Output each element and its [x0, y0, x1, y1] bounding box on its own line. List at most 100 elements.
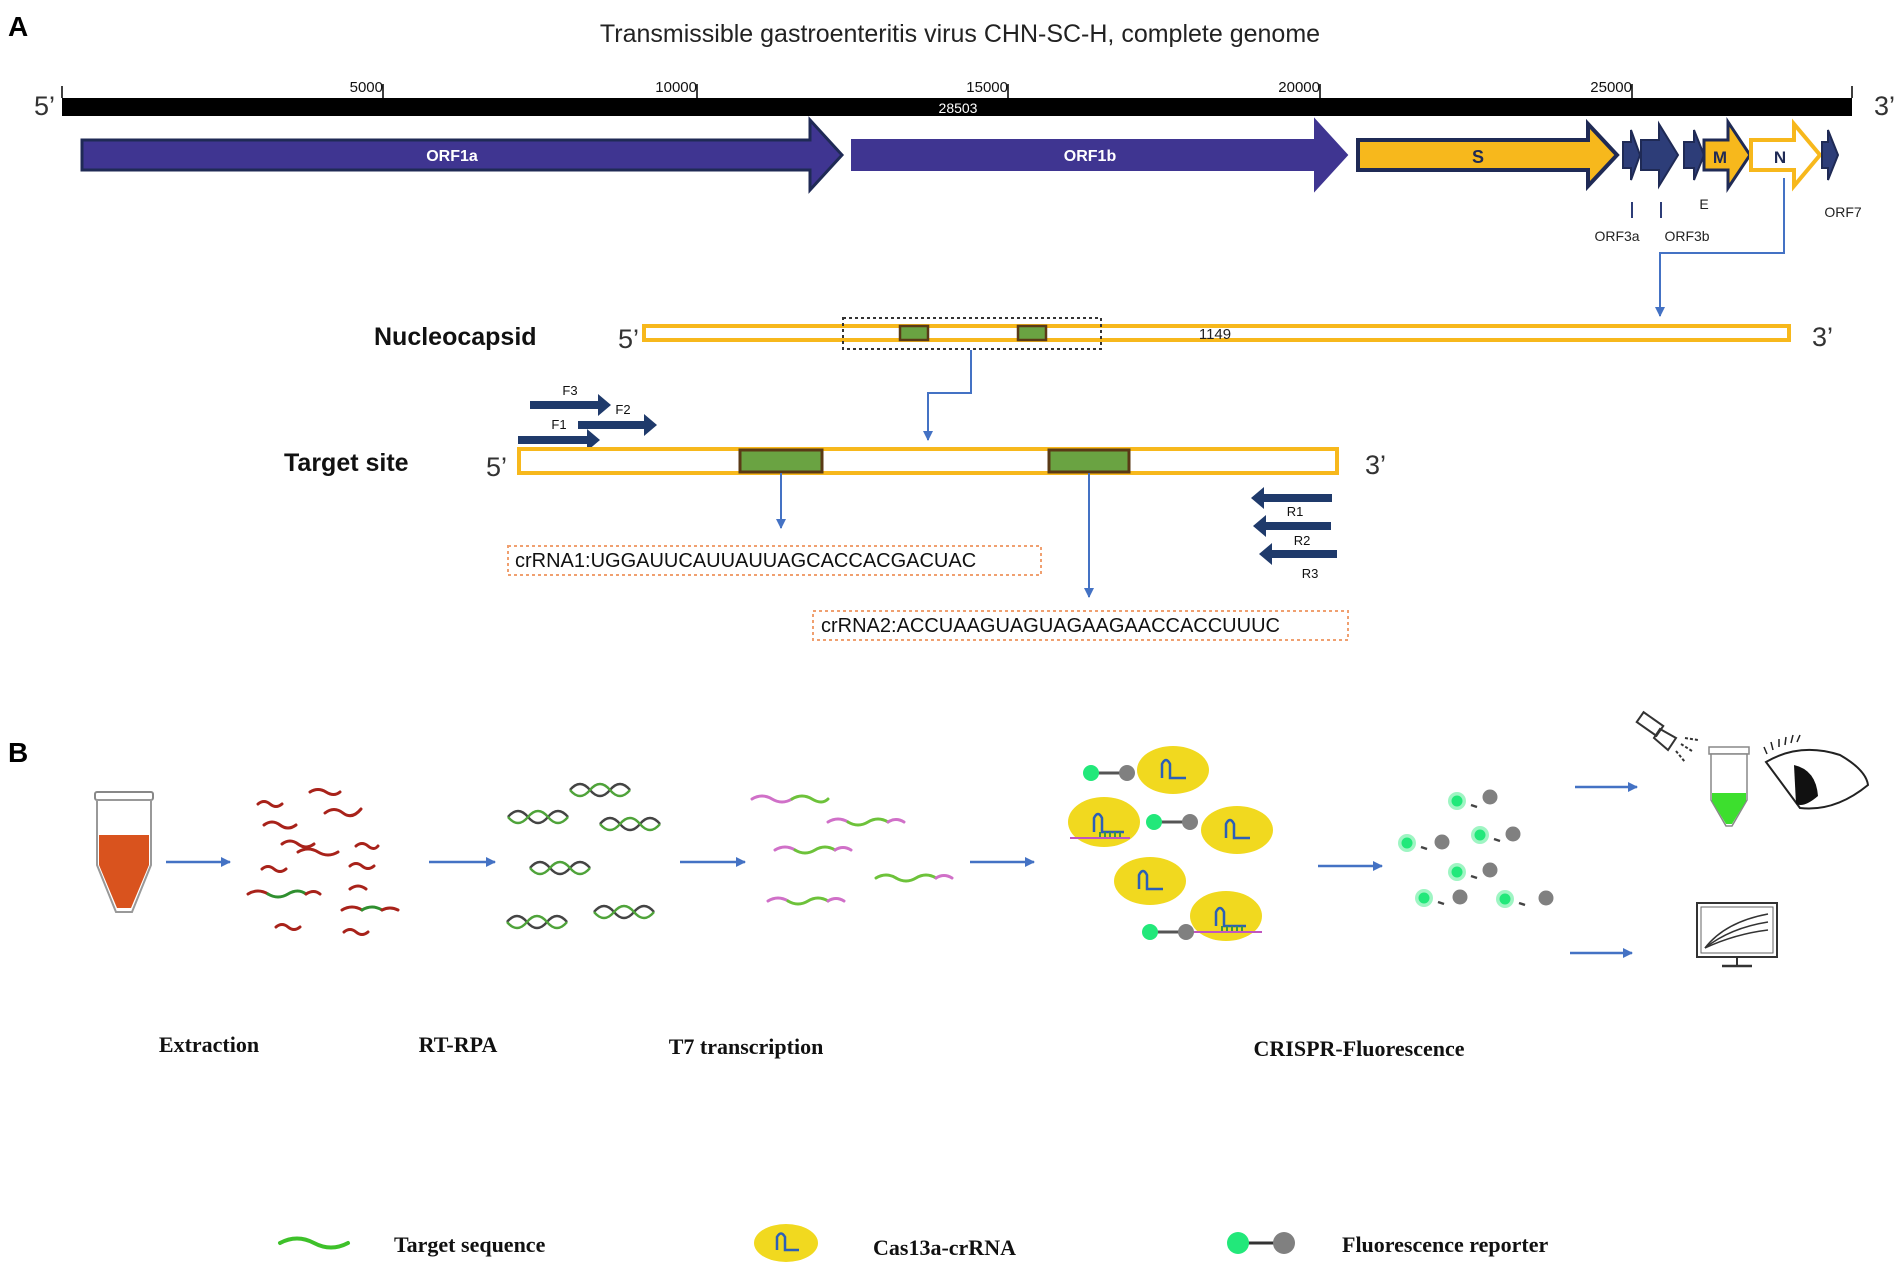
step-t7-transcription: T7 transcription — [669, 1034, 824, 1059]
orf-orf3b-arrow — [1640, 120, 1680, 190]
ruler-tick-label: 5000 — [350, 79, 383, 96]
ruler-tick-20000: 20000 — [1278, 79, 1321, 98]
orf-orf1b: ORF1b — [851, 117, 1349, 193]
orf-orf3a-arrow — [1622, 129, 1642, 181]
genome-ruler-bar — [62, 98, 1852, 116]
nucleocapsid-label: Nucleocapsid — [374, 323, 537, 351]
crrna1-box — [507, 545, 1042, 576]
primer-r3: R3 — [1259, 543, 1337, 581]
legend-target-sequence: Target sequence — [278, 1232, 546, 1257]
cas13a-complex-icon — [1137, 746, 1209, 794]
cleaved-reporters-icon — [1398, 789, 1554, 908]
primer-label: R3 — [1302, 566, 1319, 581]
orf-label: ORF1b — [1064, 148, 1117, 165]
legend-label: Target sequence — [394, 1232, 546, 1257]
genome-title: Transmissible gastroenteritis virus CHN-… — [600, 20, 1320, 48]
target-three-prime: 3’ — [1365, 450, 1386, 480]
transcribed-rna-icon — [750, 794, 954, 906]
ruler-tick-10000: 10000 — [655, 79, 698, 98]
nucleocapsid-five-prime: 5’ — [618, 324, 639, 354]
orf-label: ORF1a — [426, 148, 478, 165]
n-to-nucleocapsid-connector — [1655, 178, 1785, 317]
primer-f1: F1 — [518, 417, 600, 451]
legend-label: Fluorescence reporter — [1342, 1232, 1548, 1257]
rna-fragments-icon — [246, 788, 400, 936]
primer-label: F2 — [615, 402, 630, 417]
nucleocapsid-bar — [642, 324, 1791, 342]
step-extraction: Extraction — [159, 1032, 259, 1057]
amplified-dna-icon — [506, 782, 661, 930]
orf-label: S — [1472, 147, 1484, 167]
cas13a-complex-icon — [1201, 806, 1273, 854]
genome-length-label: 28503 — [939, 100, 978, 116]
orf-s: S — [1356, 118, 1620, 192]
legend-cas13a-crrna: Cas13a-crRNA — [754, 1224, 1016, 1262]
primer-r2: R2 — [1253, 515, 1331, 548]
panel-b-label: B — [8, 737, 28, 768]
primer-f3: F3 — [530, 383, 611, 416]
cas13a-complex-icon — [754, 1224, 818, 1262]
eye-icon — [1763, 734, 1870, 810]
genome-three-prime: 3’ — [1874, 91, 1895, 121]
fluorescent-tube-icon — [1708, 746, 1750, 827]
orf7-label: ORF7 — [1824, 204, 1862, 220]
nucleocapsid-guide-1 — [898, 324, 930, 342]
reporter-icon — [1146, 814, 1198, 830]
target-guide-1 — [738, 448, 824, 474]
primer-r1: R1 — [1251, 487, 1332, 519]
genome-five-prime: 5’ — [34, 91, 55, 121]
reporter-icon — [1227, 1232, 1295, 1254]
primer-label: F3 — [562, 383, 577, 398]
primer-label: F1 — [551, 417, 566, 432]
orf-e-arrow — [1683, 129, 1706, 181]
primer-label: R1 — [1287, 504, 1304, 519]
cas13a-complex-icon — [1114, 857, 1186, 905]
nucleocapsid-three-prime: 3’ — [1812, 322, 1833, 352]
green-wave-icon — [278, 1236, 350, 1250]
legend: Target sequence Cas13a-crRNA Fluorescenc… — [278, 1224, 1548, 1262]
crrna1-sequence: crRNA1:UGGAUUCAUUAUUAGCACCACGACUAC — [515, 550, 976, 572]
legend-fluorescence-reporter: Fluorescence reporter — [1227, 1232, 1548, 1257]
crrna2-sequence: crRNA2:ACCUAAGUAGUAGAAGAACCACCUUUC — [821, 615, 1280, 637]
ruler-tick-label: 20000 — [1278, 79, 1320, 96]
target-site-label: Target site — [284, 449, 409, 477]
sample-tube-icon — [94, 791, 154, 913]
ruler-tick-25000: 25000 — [1590, 79, 1633, 98]
ruler-tick-label: 10000 — [655, 79, 697, 96]
orf-label: N — [1774, 148, 1786, 167]
crispr-reaction-icon — [1068, 746, 1273, 941]
ruler-tick-5000: 5000 — [350, 79, 384, 98]
ruler-tick-label: 15000 — [966, 79, 1008, 96]
legend-label: Cas13a-crRNA — [873, 1235, 1016, 1260]
reporter-icon — [1083, 765, 1135, 781]
crrna2-box — [812, 610, 1349, 641]
orf-n: N — [1749, 118, 1823, 192]
step-rt-rpa: RT-RPA — [419, 1032, 498, 1057]
target-region-box — [842, 317, 1102, 350]
ruler-tick-label: 25000 — [1590, 79, 1632, 96]
activated-cas13a-icon — [1068, 797, 1140, 847]
nucleocapsid-guide-2 — [1016, 324, 1048, 342]
flashlight-icon — [1635, 710, 1699, 763]
region-to-target-connector — [923, 350, 972, 441]
panel-a-label: A — [8, 11, 28, 42]
orf-m: M — [1702, 117, 1752, 193]
fluorescence-monitor-icon — [1696, 902, 1778, 968]
nucleocapsid-length-label: 1149 — [1199, 326, 1231, 343]
primer-label: R2 — [1294, 533, 1311, 548]
reporter-icon — [1142, 924, 1194, 940]
step-crispr-fluorescence: CRISPR-Fluorescence — [1254, 1036, 1465, 1061]
orf3a-label: ORF3a — [1594, 228, 1639, 244]
primer-f2: F2 — [578, 402, 657, 436]
ruler-tick-15000: 15000 — [966, 79, 1009, 98]
orf3b-label: ORF3b — [1664, 228, 1709, 244]
target-guide-2 — [1047, 448, 1131, 474]
orf-orf7-arrow — [1821, 129, 1840, 181]
e-label: E — [1699, 196, 1708, 212]
target-site-bar — [517, 447, 1339, 475]
orf-orf1a: ORF1a — [80, 116, 845, 194]
target-five-prime: 5’ — [486, 452, 507, 482]
activated-cas13a-icon — [1190, 891, 1262, 941]
orf-label: M — [1713, 148, 1727, 167]
